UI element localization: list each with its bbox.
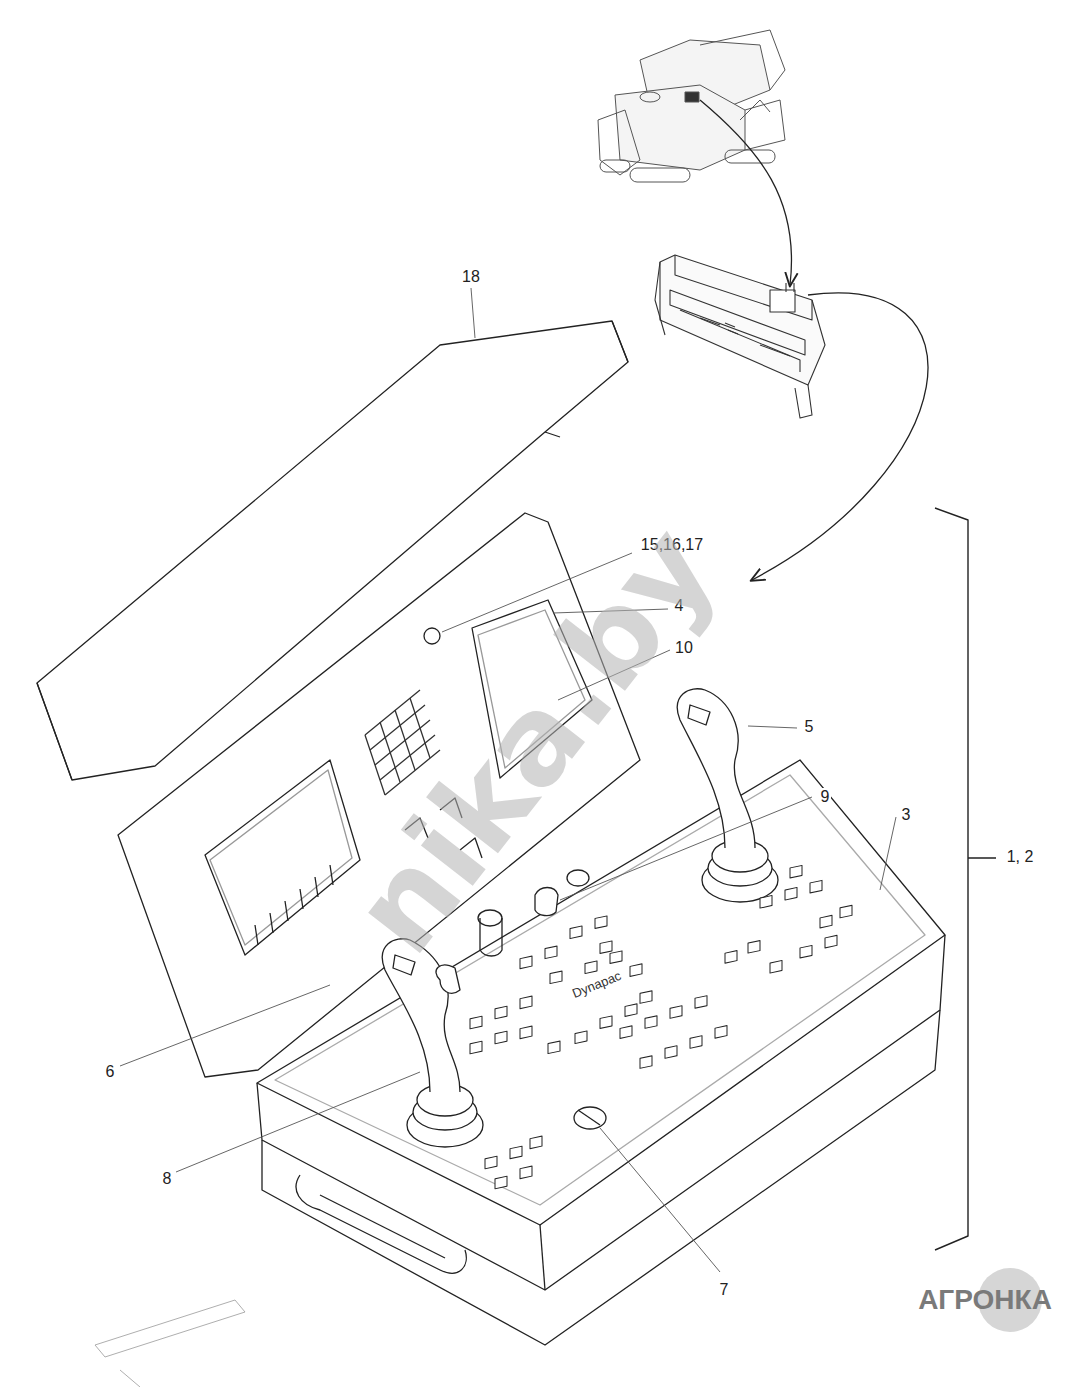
button-key: [520, 1026, 532, 1039]
button-key: [550, 971, 562, 984]
button-key: [520, 1166, 532, 1179]
callout-number: 5: [803, 718, 816, 736]
button-key: [645, 1016, 657, 1029]
button-key: [748, 941, 760, 954]
button-key: [785, 887, 797, 900]
button-key: [600, 1016, 612, 1029]
callout-number: 8: [161, 1170, 174, 1188]
button-key: [495, 1006, 507, 1019]
button-key: [595, 916, 607, 929]
button-key: [510, 1146, 522, 1159]
button-key: [585, 961, 597, 974]
flow-arrow: [752, 293, 928, 580]
button-key: [485, 1156, 497, 1169]
button-key: [640, 1056, 652, 1069]
button-key: [548, 1041, 560, 1054]
button-key: [715, 1026, 727, 1039]
button-key: [520, 956, 532, 969]
paver-machine: [598, 30, 785, 182]
button-key: [760, 896, 772, 909]
button-key: [725, 951, 737, 964]
button-key: [470, 1016, 482, 1029]
button-key: [545, 946, 557, 959]
sheet-marks: [95, 1300, 245, 1387]
button-key: [670, 1006, 682, 1019]
button-key: [530, 1136, 542, 1149]
leader-lines: [120, 288, 896, 1272]
button-key: [600, 941, 612, 954]
button-key: [790, 865, 802, 878]
button-key: [570, 926, 582, 939]
button-key: [575, 1031, 587, 1044]
button-key: [520, 996, 532, 1009]
button-key: [840, 905, 852, 918]
callout-number: 1, 2: [1005, 848, 1036, 866]
button-key: [495, 1176, 507, 1189]
callout-number: 3: [900, 806, 913, 824]
button-key: [625, 1004, 637, 1017]
flow-arrow: [700, 100, 792, 285]
buttons: [470, 865, 852, 1188]
button-key: [690, 1036, 702, 1049]
screed-unit: [655, 255, 825, 418]
callout-number: 18: [460, 268, 482, 286]
button-key: [800, 945, 812, 958]
callout-number: 7: [718, 1281, 731, 1299]
button-key: [620, 1026, 632, 1039]
button-key: [825, 935, 837, 948]
button-key: [610, 951, 622, 964]
button-key: [630, 964, 642, 977]
button-key: [640, 991, 652, 1004]
button-key: [770, 960, 782, 973]
button-key: [665, 1046, 677, 1059]
button-key: [470, 1041, 482, 1054]
logo-text: АГРОНКА: [918, 1286, 1052, 1314]
button-key: [695, 996, 707, 1009]
panel-base: [257, 760, 945, 1345]
callout-number: 6: [104, 1063, 117, 1081]
assembly-bracket: [935, 508, 996, 1250]
button-key: [820, 915, 832, 928]
callout-number: 9: [819, 788, 832, 806]
button-key: [810, 880, 822, 893]
button-key: [495, 1031, 507, 1044]
